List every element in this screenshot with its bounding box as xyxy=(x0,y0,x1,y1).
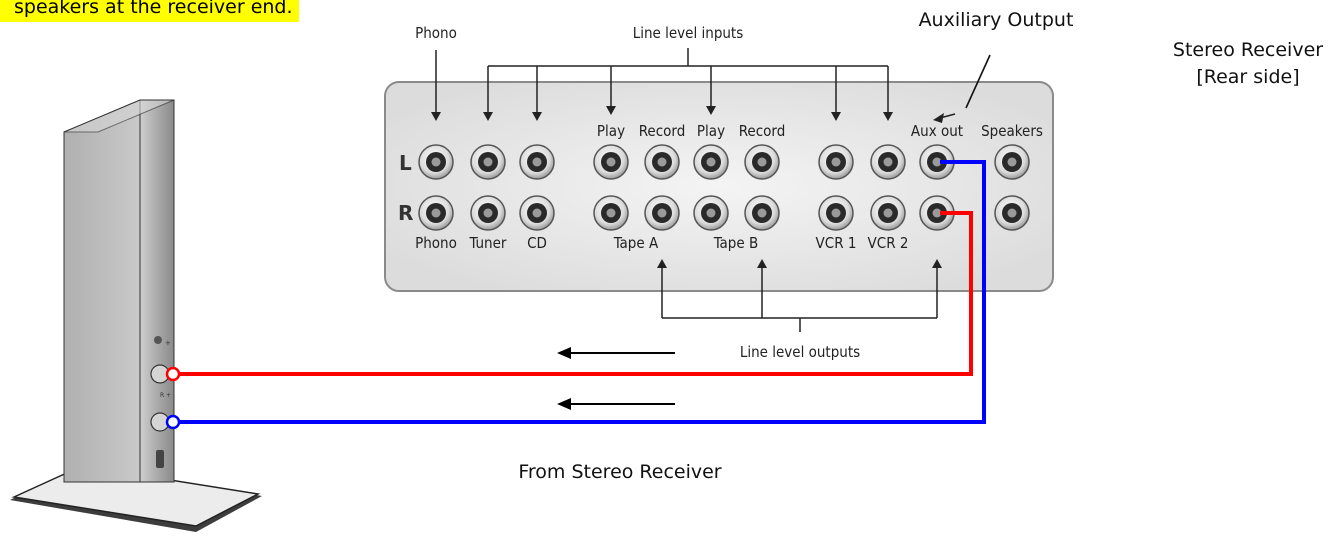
receiver-title-line2: [Rear side] xyxy=(1196,66,1299,88)
rca-jack-icon xyxy=(470,195,506,231)
label-tape-b: Tape B xyxy=(713,234,758,252)
label-from-stereo-receiver: From Stereo Receiver xyxy=(518,461,721,483)
label-phono-bottom: Phono xyxy=(415,234,457,252)
speaker-input-jacks xyxy=(165,366,181,430)
rca-jack-icon xyxy=(470,144,506,180)
instruction-note: speakers at the receiver end. xyxy=(0,0,299,22)
label-line-level-outputs: Line level outputs xyxy=(740,343,860,361)
rca-jack-icon xyxy=(418,195,454,231)
label-play-b: Play xyxy=(697,122,725,140)
rca-jack-icon xyxy=(593,195,629,231)
rca-jack-icon xyxy=(919,144,955,180)
rca-jacks xyxy=(418,144,1030,231)
label-tuner: Tuner xyxy=(469,234,507,252)
rca-jack-icon xyxy=(644,195,680,231)
arrow-left-icon xyxy=(557,347,675,359)
label-auxiliary-output: Auxiliary Output xyxy=(919,9,1074,31)
label-play-a: Play xyxy=(597,122,625,140)
input-arrows xyxy=(483,66,893,121)
arrow-left-icon xyxy=(557,398,675,410)
rca-jack-icon xyxy=(818,144,854,180)
aux-pointer-head xyxy=(933,113,944,123)
label-record-a: Record xyxy=(639,122,686,140)
row-label-right: R xyxy=(398,201,413,225)
rca-jack-icon xyxy=(644,144,680,180)
rca-jack-icon xyxy=(818,195,854,231)
rca-jack-icon xyxy=(519,195,555,231)
arrow-head-phono xyxy=(431,112,441,121)
label-aux-out: Aux out xyxy=(911,122,963,140)
label-cd: CD xyxy=(527,234,547,252)
output-arrows xyxy=(657,259,942,332)
rca-jack-icon xyxy=(994,144,1030,180)
aux-pointer-line xyxy=(965,54,991,109)
rca-jack-icon xyxy=(519,144,555,180)
rca-jack-icon xyxy=(693,195,729,231)
rca-jack-icon xyxy=(994,195,1030,231)
svg-text:R +: R + xyxy=(160,392,171,399)
label-record-b: Record xyxy=(739,122,786,140)
rca-jack-icon xyxy=(693,144,729,180)
label-speakers: Speakers xyxy=(981,122,1043,140)
label-vcr2: VCR 2 xyxy=(868,234,909,252)
label-line-level-inputs: Line level inputs xyxy=(633,24,744,42)
receiver-title-line1: Stereo Receiver xyxy=(1173,39,1323,61)
receiver-rear-panel xyxy=(384,81,1054,292)
row-label-left: L xyxy=(399,151,412,175)
cable-right-red xyxy=(173,211,973,376)
rca-jack-icon xyxy=(418,144,454,180)
label-vcr1: VCR 1 xyxy=(816,234,857,252)
label-tape-a: Tape A xyxy=(613,234,659,252)
rca-jack-icon xyxy=(870,195,906,231)
cable-left-blue xyxy=(173,160,986,424)
rca-jack-icon xyxy=(744,195,780,231)
rca-jack-icon xyxy=(744,144,780,180)
rca-jack-icon xyxy=(593,144,629,180)
rca-jack-icon xyxy=(870,144,906,180)
label-phono-top: Phono xyxy=(415,24,457,42)
speaker-stand-icon: + R + xyxy=(10,99,262,532)
svg-text:+: + xyxy=(165,339,171,347)
